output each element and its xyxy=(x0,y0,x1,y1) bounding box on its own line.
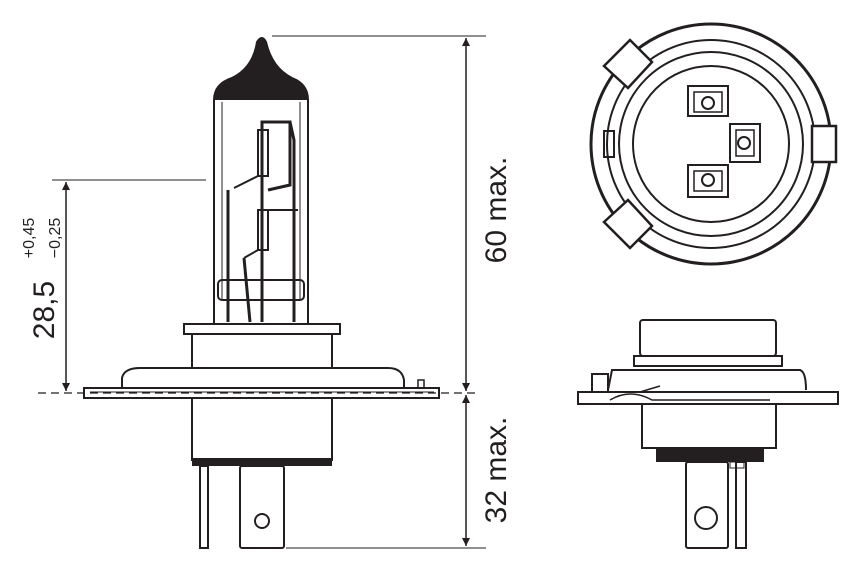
dim-28-5-tol-minus: −0,25 xyxy=(47,218,64,259)
pinch-seal xyxy=(217,279,305,301)
key-slot xyxy=(603,130,615,158)
front-tab-side xyxy=(735,461,747,549)
lug-top-left xyxy=(602,38,654,90)
terminal-bottom xyxy=(687,164,729,198)
bulb-front-view xyxy=(577,319,839,549)
collar-flange xyxy=(183,323,341,335)
front-band xyxy=(656,448,764,462)
front-body xyxy=(641,403,777,449)
dimension-60 xyxy=(272,35,486,391)
black-tip-coating xyxy=(214,38,308,100)
reference-plate xyxy=(121,367,405,388)
terminal-top xyxy=(687,85,729,117)
front-flange xyxy=(577,391,839,405)
base-bottom-band xyxy=(192,458,332,466)
dim-32-label: 32 max. xyxy=(480,417,513,524)
dim-28-5-label: 28,5 xyxy=(28,281,61,339)
terminal-right xyxy=(729,123,761,163)
dim-28-5-tol-plus: +0,45 xyxy=(21,218,38,259)
front-plate xyxy=(607,369,807,391)
dimension-28-5 xyxy=(52,179,206,391)
filament-assembly xyxy=(226,120,298,323)
bulb-top-view xyxy=(589,22,838,266)
terminal-tab-center xyxy=(239,465,285,549)
lug-right xyxy=(810,124,838,164)
bulb-side-view xyxy=(83,37,440,549)
front-tab-main xyxy=(685,461,729,549)
socket-ring-outer xyxy=(618,51,804,237)
base-body xyxy=(191,397,333,461)
socket-ring-inner xyxy=(632,65,790,223)
lug-bottom-left xyxy=(602,198,654,250)
front-cap xyxy=(639,319,777,357)
terminal-tab-left xyxy=(199,465,209,549)
dimension-32 xyxy=(286,395,486,549)
dim-60-label: 60 max. xyxy=(480,157,513,264)
base-neck xyxy=(191,333,333,369)
